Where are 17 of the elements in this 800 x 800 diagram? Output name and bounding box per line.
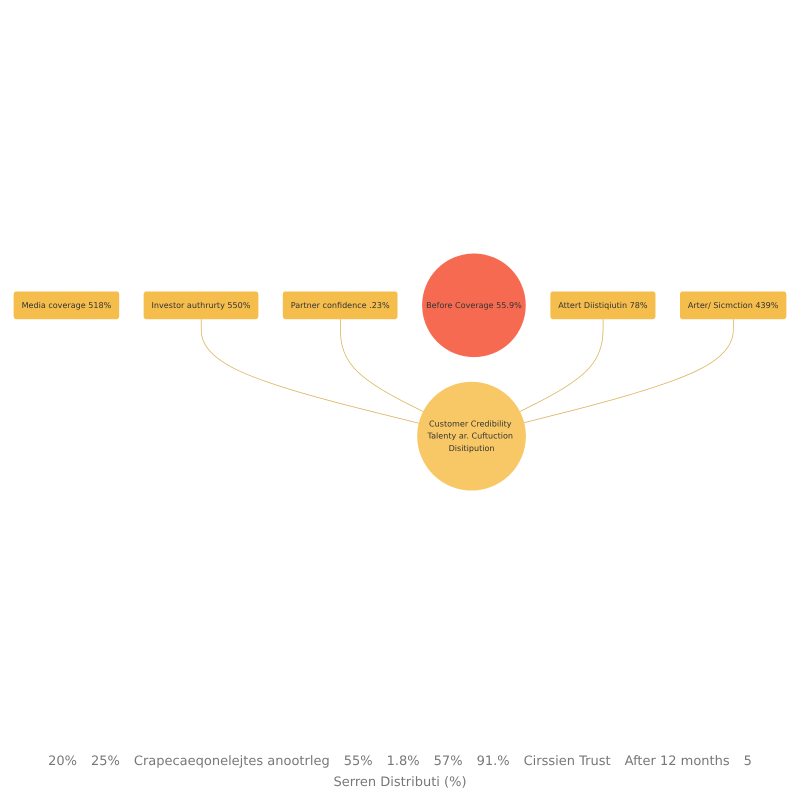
node-circle: Before Coverage 55.9%: [422, 253, 526, 358]
axis-label: 91.%: [476, 754, 510, 769]
axis-label: 25%: [90, 754, 120, 769]
axis-label: 57%: [434, 754, 463, 769]
axis-label: 5: [744, 754, 752, 769]
node-circle: Customer Credibility Talenty ar. Cuftuction Disitipution: [417, 382, 526, 491]
connector: [524, 318, 734, 424]
axis-label: After 12 months: [624, 754, 730, 769]
connector: [200, 318, 420, 424]
axis-label: Serren Distributi (%): [333, 775, 467, 790]
axis-label: Cirssien Trust: [524, 754, 611, 769]
axis-label: Crapecaeqonelejtes anootrleg: [134, 754, 330, 769]
axis-label: 20%: [48, 754, 77, 769]
connector: [519, 318, 604, 412]
axis-label: 1.8%: [386, 754, 420, 769]
connector: [340, 318, 424, 412]
axis-label: 55%: [344, 754, 373, 769]
